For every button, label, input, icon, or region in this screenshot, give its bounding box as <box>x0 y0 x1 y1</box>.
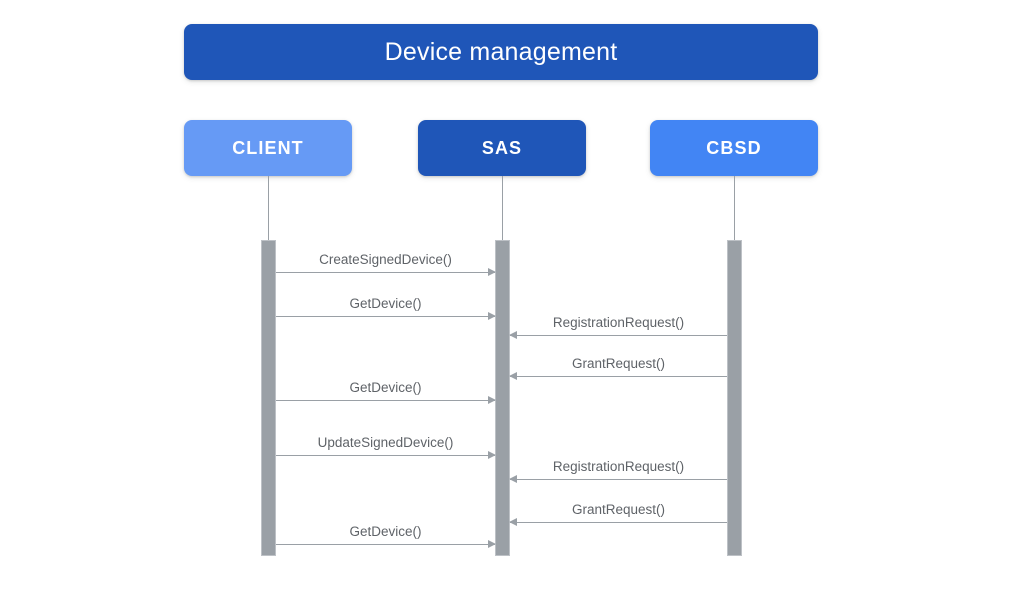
message-label: GetDevice() <box>349 524 422 539</box>
activation-bar-cbsd <box>727 240 742 556</box>
diagram-title-banner: Device management <box>184 24 818 80</box>
arrowhead-left-icon <box>509 518 517 526</box>
message-update-signed-device: UpdateSignedDevice() <box>276 435 496 459</box>
message-grant-request-1: GrantRequest() <box>509 356 727 380</box>
message-label: CreateSignedDevice() <box>319 252 452 267</box>
message-label: RegistrationRequest() <box>552 459 685 474</box>
message-get-device-2: GetDevice() <box>276 380 496 404</box>
message-line <box>276 455 495 456</box>
message-grant-request-2: GrantRequest() <box>509 502 727 526</box>
actor-box-cbsd[interactable]: CBSD <box>650 120 818 176</box>
message-label: UpdateSignedDevice() <box>317 435 454 450</box>
message-create-signed-device: CreateSignedDevice() <box>276 252 496 276</box>
message-label: GetDevice() <box>349 380 422 395</box>
message-get-device-1: GetDevice() <box>276 296 496 320</box>
message-label: GetDevice() <box>349 296 422 311</box>
message-registration-request-1: RegistrationRequest() <box>509 315 727 339</box>
arrowhead-left-icon <box>509 372 517 380</box>
arrowhead-right-icon <box>488 540 496 548</box>
arrowhead-right-icon <box>488 396 496 404</box>
message-line <box>510 335 727 336</box>
message-line <box>510 522 727 523</box>
message-label: RegistrationRequest() <box>552 315 685 330</box>
message-line <box>276 316 495 317</box>
message-label: GrantRequest() <box>571 502 666 517</box>
message-line <box>276 544 495 545</box>
arrowhead-right-icon <box>488 312 496 320</box>
arrowhead-right-icon <box>488 451 496 459</box>
arrowhead-right-icon <box>488 268 496 276</box>
message-line <box>510 376 727 377</box>
message-line <box>276 400 495 401</box>
activation-bar-sas <box>495 240 510 556</box>
activation-bar-client <box>261 240 276 556</box>
actor-box-client[interactable]: CLIENT <box>184 120 352 176</box>
message-get-device-3: GetDevice() <box>276 524 496 548</box>
message-line <box>510 479 727 480</box>
actor-box-sas[interactable]: SAS <box>418 120 586 176</box>
arrowhead-left-icon <box>509 475 517 483</box>
message-line <box>276 272 495 273</box>
message-label: GrantRequest() <box>571 356 666 371</box>
message-registration-request-2: RegistrationRequest() <box>509 459 727 483</box>
arrowhead-left-icon <box>509 331 517 339</box>
